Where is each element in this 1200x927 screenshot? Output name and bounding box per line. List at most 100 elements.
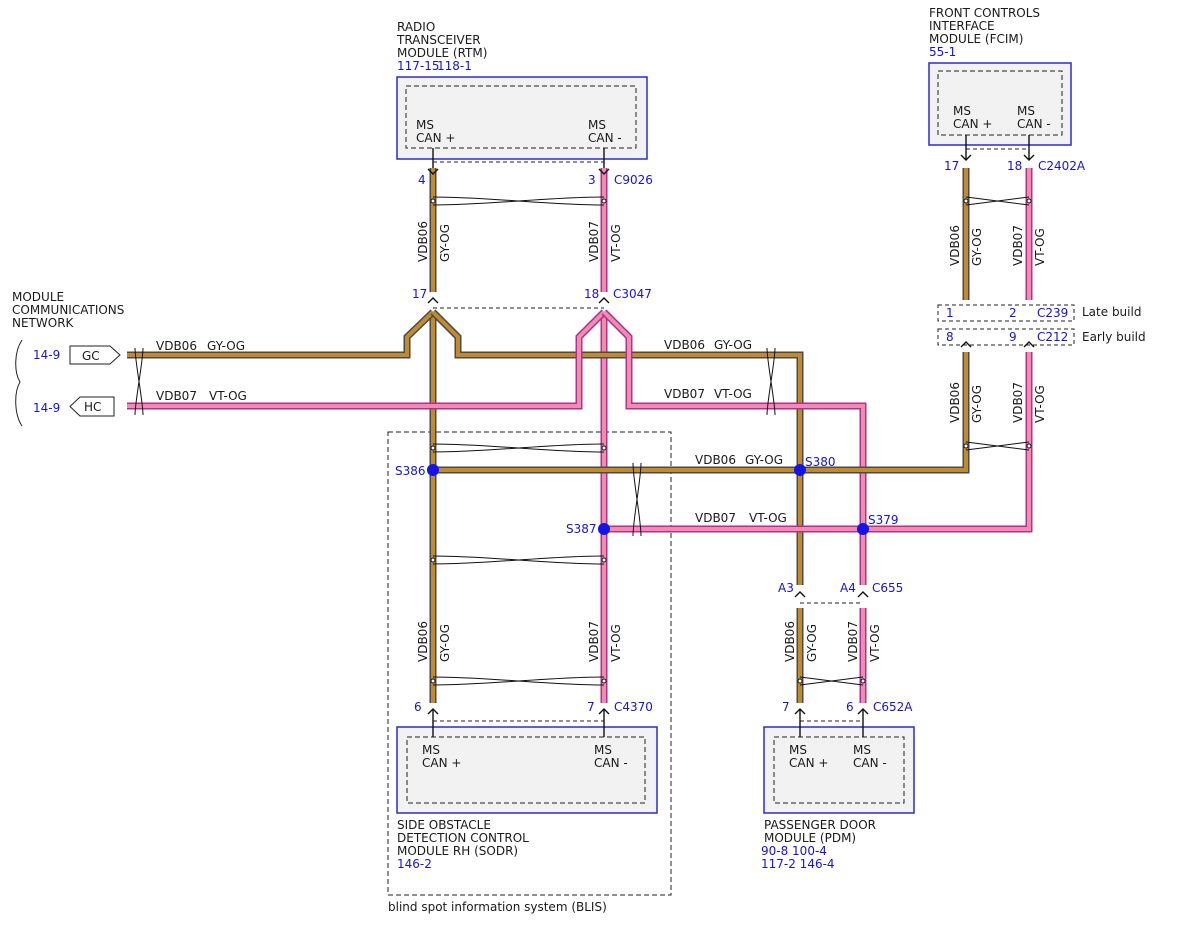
pin-sodr-7: 7 (587, 700, 595, 714)
sodr-name-1: SIDE OBSTACLE (397, 818, 491, 832)
twist-end (963, 198, 969, 204)
gc-connector-tag[interactable] (69, 345, 121, 365)
wire-label-s379-color: VT-OG (749, 511, 787, 525)
pin-arrow (427, 297, 439, 304)
vwire-rtm-07-color: VT-OG (609, 224, 623, 262)
pin-c212-8: 8 (946, 330, 954, 344)
pin-rtm-3: 3 (588, 173, 596, 187)
pin-arrow (427, 168, 439, 175)
twist-end (601, 557, 607, 563)
connector-c652a[interactable]: C652A (873, 700, 913, 714)
splice-s386-dot[interactable] (427, 464, 439, 476)
twist-marker-vertical (134, 347, 144, 416)
pin-c3047-18: 18 (584, 287, 599, 301)
vwire-fcim-07: VDB07 (1011, 225, 1025, 266)
pin-pdm-6: 6 (846, 700, 854, 714)
twist-end (430, 198, 436, 204)
connector-c3047[interactable]: C3047 (613, 287, 652, 301)
pin-c239-1: 1 (946, 306, 954, 320)
splices: S386 S387 S380 S379 (395, 455, 899, 536)
wire-s386-s380-fcim-core (433, 352, 968, 472)
pin-fcim-18: 18 (1007, 159, 1022, 173)
vwire-sodr-06-color: GY-OG (438, 624, 452, 662)
pin-labels: 4 3 C9026 17 18 C3047 17 18 C2402A 1 2 C… (412, 159, 1146, 714)
vwire-fcim-06: VDB06 (948, 225, 962, 266)
twist-end (430, 445, 436, 451)
network-brace (15, 339, 23, 427)
twist-end (860, 678, 866, 684)
connector-c239[interactable]: C239 (1037, 306, 1068, 320)
pdm-ref-2[interactable]: 117-2 146-4 (761, 857, 835, 871)
twist-end (601, 678, 607, 684)
wire-label-mid-06-color: GY-OG (714, 338, 752, 352)
late-build-label: Late build (1082, 305, 1141, 319)
wire-hc-sheath (127, 309, 607, 410)
twist-marker (432, 555, 605, 565)
rtm-ref-2[interactable]: 118-1 (437, 59, 472, 73)
connector-c655[interactable]: C655 (872, 581, 903, 595)
twist-end (601, 198, 607, 204)
gc-ref[interactable]: 14-9 (33, 348, 60, 362)
splice-s379-dot[interactable] (857, 523, 869, 535)
vertical-wire-labels: VDB06 GY-OG VDB07 VT-OG VDB06 GY-OG VDB0… (416, 221, 1047, 662)
sodr-pin-minus-1: MS (594, 743, 612, 757)
vwire-pdm-07-color: VT-OG (868, 624, 882, 662)
pin-rtm-4: 4 (418, 173, 426, 187)
pdm-ref-1[interactable]: 90-8 100-4 (761, 844, 827, 858)
fcim-name-1: FRONT CONTROLS (929, 6, 1040, 20)
wire-label-hc-circuit: VDB07 (156, 389, 197, 403)
rtm-name-2: TRANSCEIVER (396, 33, 481, 47)
pin-c239-2: 2 (1009, 306, 1017, 320)
pin-pdm-a3: A3 (778, 581, 794, 595)
blis-label: blind spot information system (BLIS) (388, 900, 607, 914)
twist-marker (432, 443, 605, 453)
fcim-pin-plus-1: MS (953, 104, 971, 118)
splice-s387-label[interactable]: S387 (566, 522, 597, 536)
network-name-1: MODULE (12, 290, 64, 304)
sodr-ref[interactable]: 146-2 (397, 857, 432, 871)
splice-s379-label[interactable]: S379 (868, 513, 899, 527)
vwire-sodr-07-color: VT-OG (609, 624, 623, 662)
twisted-pair-markers (134, 196, 1032, 686)
connector-c212[interactable]: C212 (1037, 330, 1068, 344)
pin-pdm-a4: A4 (840, 581, 856, 595)
fcim-ref[interactable]: 55-1 (929, 45, 956, 59)
splice-s386-label[interactable]: S386 (395, 464, 426, 478)
twist-marker-vertical (766, 347, 776, 416)
blis-boundary: blind spot information system (BLIS) (387, 431, 672, 914)
twist-end (963, 443, 969, 449)
connector-c2402a[interactable]: C2402A (1038, 159, 1086, 173)
connector-c4370[interactable]: C4370 (614, 700, 653, 714)
hc-connector-tag[interactable] (69, 396, 115, 417)
pin-arrow (857, 591, 869, 598)
vwire-fcim-06-color: GY-OG (970, 228, 984, 266)
twist-marker-vertical (632, 462, 642, 537)
fcim-module: FRONT CONTROLS INTERFACE MODULE (FCIM) 5… (928, 6, 1072, 146)
twist-end (797, 678, 803, 684)
horizontal-wire-labels: VDB06 GY-OG VDB07 VT-OG VDB06 GY-OG VDB0… (156, 338, 787, 525)
splice-s387-dot[interactable] (598, 523, 610, 535)
vwire-sodr-06: VDB06 (416, 621, 430, 662)
pin-arrow (598, 168, 610, 175)
connector-c9026[interactable]: C9026 (614, 173, 653, 187)
rtm-pin-plus-1: MS (416, 118, 434, 132)
vwire-lower-fcim-06: VDB06 (948, 382, 962, 423)
twist-end (1026, 198, 1032, 204)
pdm-pin-minus-2: CAN - (853, 756, 887, 770)
network-name-2: COMMUNICATIONS (12, 303, 124, 317)
network-section: MODULE COMMUNICATIONS NETWORK 14-9 14-9 … (12, 290, 124, 427)
pin-sodr-6: 6 (414, 700, 422, 714)
hc-ref[interactable]: 14-9 (33, 401, 60, 415)
twist-marker (965, 441, 1030, 451)
sodr-name-2: DETECTION CONTROL (397, 831, 529, 845)
splice-s380-dot[interactable] (794, 464, 806, 476)
pin-fcim-17: 17 (944, 159, 959, 173)
wire-label-hc-color: VT-OG (209, 389, 247, 403)
splice-s380-label[interactable]: S380 (805, 455, 836, 469)
rtm-ref-1[interactable]: 117-15 (397, 59, 440, 73)
twist-marker (799, 676, 864, 686)
pin-c3047-17: 17 (412, 287, 427, 301)
fcim-name-3: MODULE (FCIM) (929, 32, 1023, 46)
pin-arrow (960, 341, 972, 348)
rtm-name-3: MODULE (RTM) (397, 46, 487, 60)
